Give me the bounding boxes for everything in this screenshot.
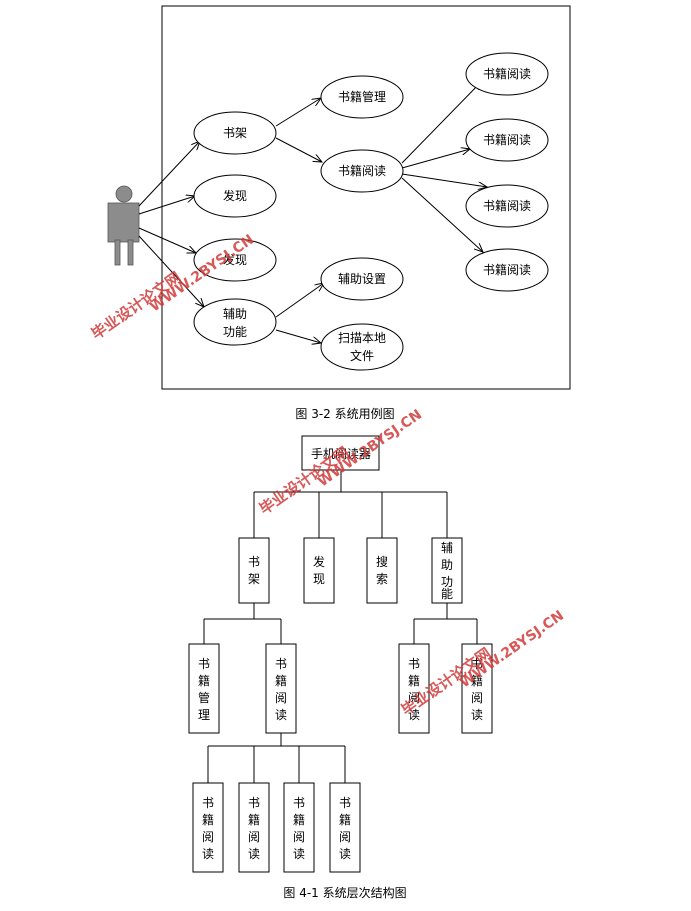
usecase-read-1-label: 书籍阅读 — [483, 66, 531, 81]
node-discover-char-2: 现 — [313, 572, 325, 586]
node-manage-char-3: 管 — [198, 690, 210, 705]
node-reading-char-1: 书 — [275, 657, 287, 671]
usecase-reading — [320, 149, 404, 193]
usecase-read-4-label: 书籍阅读 — [483, 262, 531, 277]
node-leaf-1-char-3: 阅 — [202, 830, 214, 844]
usecase-discover-2-label: 发现 — [223, 252, 247, 267]
node-reading — [265, 643, 297, 734]
node-shelf — [238, 537, 270, 604]
usecase-reading-label: 书籍阅读 — [338, 163, 386, 178]
usecase-manage — [320, 75, 404, 119]
watermark-1-line1: 毕业设计论文网 — [88, 268, 184, 343]
usecase-caption: 图 3-2 系统用例图 — [295, 407, 394, 421]
node-leaf-1-char-2: 籍 — [202, 812, 214, 827]
node-aux-b-char-4: 读 — [471, 708, 483, 722]
node-leaf-2-char-3: 阅 — [248, 830, 260, 844]
node-aux — [431, 537, 463, 604]
node-aux-char-1: 辅 — [441, 541, 453, 555]
usecase-settings-label: 辅助设置 — [338, 272, 386, 286]
node-leaf-2-char-4: 读 — [248, 847, 260, 861]
node-leaf-4-char-2: 籍 — [339, 812, 351, 827]
usecase-diagram: 书架 发现 发现 辅助 功能 书籍管理 书籍阅读 辅助设置 扫描本地 文件 书籍… — [107, 5, 571, 421]
node-search-char-2: 索 — [376, 572, 388, 586]
usecase-read-3-label: 书籍阅读 — [483, 198, 531, 213]
node-aux-char-4: 能 — [441, 587, 453, 601]
actor-associations — [138, 81, 487, 343]
usecase-settings — [320, 257, 404, 301]
node-manage-char-4: 理 — [198, 708, 210, 722]
usecase-scan-label-1: 扫描本地 — [338, 331, 386, 345]
usecase-scan — [320, 323, 404, 371]
node-shelf-char-1: 书 — [248, 555, 260, 569]
node-leaf-1 — [192, 782, 224, 873]
node-leaf-1-char-1: 书 — [202, 796, 214, 810]
node-aux-a-char-4: 读 — [408, 708, 420, 722]
usecase-shelf-label: 书架 — [223, 126, 247, 140]
node-aux-a-char-2: 籍 — [408, 673, 420, 688]
node-shelf-char-2: 架 — [248, 572, 260, 586]
node-aux-child-a — [398, 643, 430, 734]
node-manage-char-1: 书 — [198, 657, 210, 671]
hierarchy-connectors — [203, 470, 478, 783]
node-reading-char-4: 读 — [275, 708, 287, 722]
node-aux-char-2: 助 — [441, 558, 453, 572]
usecase-aux-label-2: 功能 — [223, 325, 247, 339]
node-leaf-4-char-1: 书 — [339, 796, 351, 810]
node-leaf-3-char-4: 读 — [293, 847, 305, 861]
node-leaf-4-char-4: 读 — [339, 847, 351, 861]
usecase-read-4 — [465, 248, 549, 292]
node-leaf-4-char-3: 阅 — [339, 830, 351, 844]
node-leaf-4 — [329, 782, 361, 873]
node-aux-char-3: 功 — [441, 575, 453, 589]
usecase-aux-label-1: 辅助 — [223, 307, 247, 321]
node-leaf-2 — [238, 782, 270, 873]
node-search-char-1: 搜 — [376, 554, 388, 569]
node-aux-b-char-3: 阅 — [471, 691, 483, 705]
usecase-scan-label-2: 文件 — [350, 348, 374, 363]
node-aux-a-char-3: 阅 — [408, 691, 420, 705]
node-root — [301, 435, 380, 471]
node-leaf-3-char-3: 阅 — [293, 830, 305, 844]
node-leaf-2-char-1: 书 — [248, 796, 260, 810]
watermark-2: 毕业设计论文网 WWW.2BYSJ.CN — [256, 407, 425, 519]
usecase-manage-label: 书籍管理 — [338, 89, 386, 104]
usecase-aux — [193, 298, 277, 346]
actor-icon — [107, 185, 140, 266]
usecase-read-1 — [465, 52, 549, 96]
node-aux-child-b — [461, 643, 493, 734]
usecase-discover-1-label: 发现 — [223, 188, 247, 203]
usecase-read-3 — [465, 184, 549, 228]
node-leaf-3-char-2: 籍 — [293, 812, 305, 827]
hierarchy-diagram: 手机阅读器 书 架 发 现 搜 索 辅 助 功 能 书 籍 管 理 书 籍 阅 … — [188, 435, 493, 900]
usecase-shelf — [193, 111, 277, 155]
usecase-discover-2 — [193, 238, 277, 282]
node-aux-a-char-1: 书 — [408, 657, 420, 671]
usecase-read-2-label: 书籍阅读 — [483, 132, 531, 147]
node-aux-b-char-1: 书 — [471, 657, 483, 671]
node-leaf-1-char-4: 读 — [202, 847, 214, 861]
node-discover-char-1: 发 — [313, 554, 325, 569]
node-manage-char-2: 籍 — [198, 673, 210, 688]
system-boundary — [161, 5, 571, 390]
usecase-read-2 — [465, 118, 549, 162]
hierarchy-caption: 图 4-1 系统层次结构图 — [283, 885, 406, 900]
node-discover — [303, 537, 335, 604]
usecase-discover-1 — [193, 174, 277, 218]
node-aux-b-char-2: 籍 — [471, 673, 483, 688]
node-leaf-3-char-1: 书 — [293, 796, 305, 810]
node-leaf-3 — [283, 782, 315, 873]
node-leaf-2-char-2: 籍 — [248, 812, 260, 827]
node-root-label: 手机阅读器 — [311, 447, 371, 461]
node-manage — [188, 643, 220, 734]
node-reading-char-3: 阅 — [275, 691, 287, 705]
node-reading-char-2: 籍 — [275, 673, 287, 688]
node-search — [366, 537, 398, 604]
